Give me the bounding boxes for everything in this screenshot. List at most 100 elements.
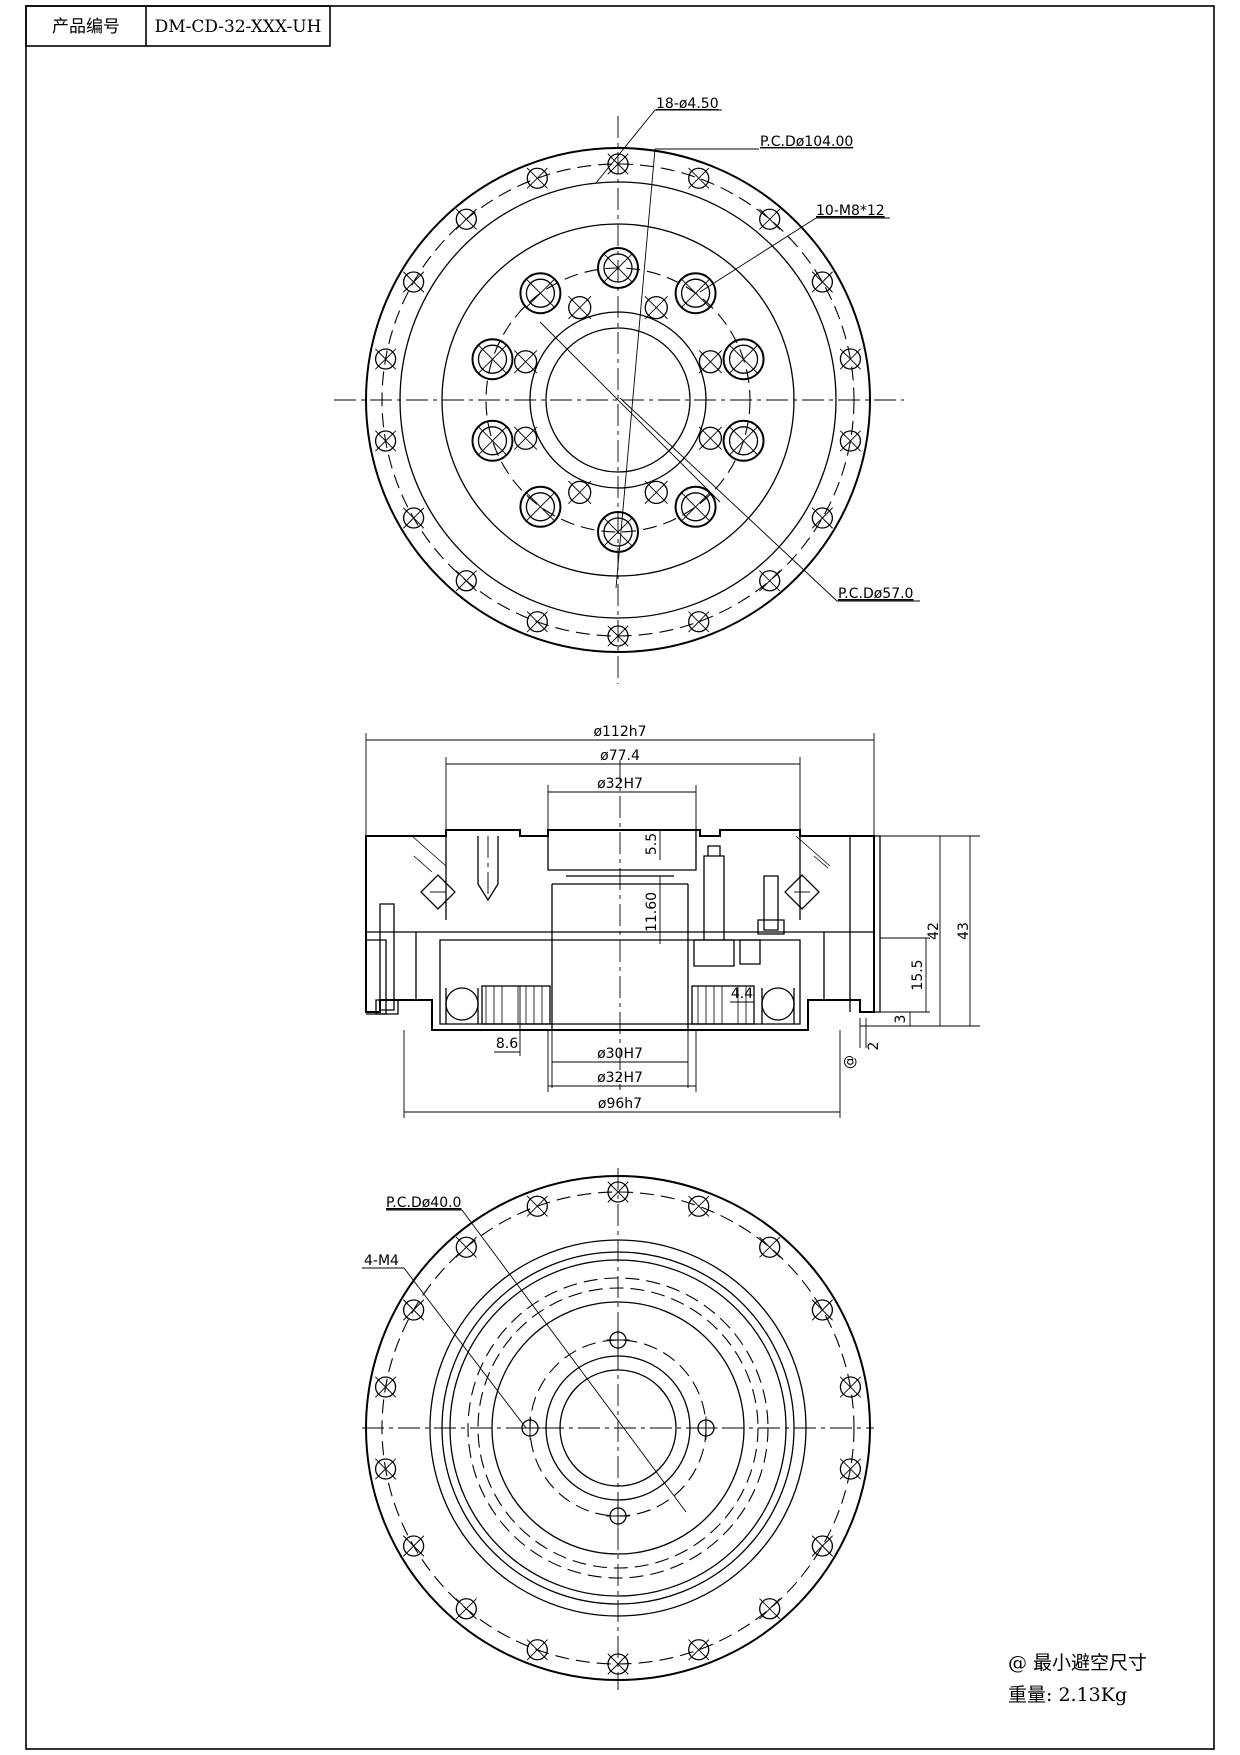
dim-height-43: 43 bbox=[956, 922, 972, 940]
section-bolt-center bbox=[693, 845, 735, 967]
rear-outer-hole-10 bbox=[607, 1653, 629, 1675]
front-relief-hole-6-axis2 bbox=[514, 426, 538, 450]
front-thread-hole-7-circle bbox=[525, 492, 556, 522]
front-thread-hole-10 bbox=[525, 278, 556, 308]
front-outer-hole-17-axis2 bbox=[455, 208, 477, 230]
front-outer-hole-8-axis2 bbox=[759, 570, 781, 592]
front-outer-hole-16-circle bbox=[402, 271, 425, 293]
dim-5-5: 5.5 bbox=[644, 833, 660, 855]
front-outer-hole-2 bbox=[688, 167, 710, 189]
rear-inner-thread-3 bbox=[606, 1504, 630, 1528]
front-relief-hole-1-circle bbox=[644, 295, 668, 320]
front-outer-hole-12-circle bbox=[455, 570, 477, 592]
rear-outer-hole-12-circle bbox=[455, 1598, 477, 1620]
front-thread-hole-5 bbox=[680, 492, 711, 522]
front-thread-hole-9-circle bbox=[477, 344, 508, 374]
callout-threads: 10-M8*12 bbox=[816, 203, 885, 219]
section-balls bbox=[445, 987, 795, 1024]
section-teeth-hatch bbox=[481, 985, 755, 1025]
rear-outer-hole-13 bbox=[402, 1535, 425, 1557]
front-outer-hole-8-circle bbox=[759, 570, 781, 592]
rear-inner-thread-4 bbox=[518, 1416, 542, 1440]
section-view: ø112h7 ø77.4 ø32H7 ø30H7 ø32H7 ø96h7 8. bbox=[365, 724, 980, 1118]
front-relief-hole-3 bbox=[698, 426, 723, 450]
front-thread-hole-4-axis2 bbox=[728, 426, 759, 456]
front-outer-hole-3 bbox=[759, 208, 781, 230]
callout-pcd-outer: P.C.Dø104.00 bbox=[760, 134, 853, 150]
rear-inner-thread-1 bbox=[606, 1328, 630, 1352]
section-vertical-dims: 42 43 15.5 3 2 @ 5.5 11.60 bbox=[644, 830, 980, 1069]
front-outer-hole-14-circle bbox=[374, 430, 397, 452]
front-outer-hole-15-axis2 bbox=[375, 348, 397, 370]
front-outer-hole-14-axis2 bbox=[375, 430, 397, 452]
front-outer-hole-12-axis2 bbox=[455, 570, 477, 592]
rear-outer-hole-12 bbox=[455, 1598, 477, 1620]
front-thread-hole-2-axis2 bbox=[680, 278, 711, 308]
title-block-frame bbox=[25, 5, 331, 47]
section-bore bbox=[551, 883, 689, 1030]
front-outer-hole-5 bbox=[839, 348, 862, 370]
front-outer-hole-2-circle bbox=[688, 167, 710, 189]
front-outer-hole-10 bbox=[607, 625, 629, 647]
front-outer-rim bbox=[365, 147, 871, 653]
rear-outer-hole-13-circle bbox=[402, 1535, 425, 1557]
dim-3: 3 bbox=[893, 1015, 909, 1024]
rear-outer-hole-17-circle bbox=[455, 1236, 477, 1258]
rear-outer-hole-5 bbox=[839, 1376, 862, 1398]
note-min-clearance: @ 最小避空尺寸 bbox=[1008, 1652, 1148, 1674]
front-relief-hole-4-circle bbox=[644, 480, 668, 505]
dim-bore-bottom-2: ø32H7 bbox=[597, 1070, 643, 1086]
dim-pilot: ø96h7 bbox=[598, 1096, 642, 1112]
front-thread-hole-4 bbox=[728, 426, 759, 456]
rear-outer-hole-14 bbox=[374, 1458, 397, 1480]
front-thread-hole-8-circle bbox=[477, 426, 508, 456]
rear-outer-hole-3-axis2 bbox=[759, 1236, 781, 1258]
front-relief-hole-8-circle bbox=[568, 295, 592, 320]
front-relief-hole-1 bbox=[644, 295, 668, 320]
rear-view: P.C.Dø40.0 4-M4 bbox=[362, 1168, 874, 1690]
front-outer-hole-18-circle bbox=[526, 167, 548, 189]
rear-outer-hole-18-axis2 bbox=[526, 1195, 548, 1217]
rear-outer-hole-5-circle bbox=[839, 1376, 862, 1398]
front-thread-hole-8 bbox=[477, 426, 508, 456]
rear-outer-hole-9-axis2 bbox=[688, 1639, 710, 1661]
dim-bore-bottom-1: ø30H7 bbox=[597, 1046, 643, 1062]
rear-outer-hole-18 bbox=[526, 1195, 548, 1217]
mark-min-clearance: @ bbox=[842, 1055, 858, 1069]
front-relief-hole-4-axis2 bbox=[644, 480, 668, 504]
front-outer-hole-9 bbox=[688, 611, 710, 633]
front-thread-hole-9 bbox=[477, 344, 508, 374]
rear-outer-hole-11 bbox=[526, 1639, 548, 1661]
rear-outer-hole-9-circle bbox=[688, 1639, 710, 1661]
rear-outer-hole-11-axis2 bbox=[526, 1639, 548, 1661]
section-inner-ring bbox=[439, 939, 801, 1025]
front-relief-hole-7 bbox=[513, 350, 538, 374]
title-block-label: 产品编号 bbox=[52, 17, 120, 37]
rear-outer-hole-6-axis2 bbox=[839, 1458, 861, 1480]
front-outer-hole-5-axis2 bbox=[839, 348, 861, 370]
rear-outer-hole-18-circle bbox=[526, 1195, 548, 1217]
front-outer-hole-3-axis2 bbox=[759, 208, 781, 230]
dim-outer: ø112h7 bbox=[593, 724, 646, 740]
front-thread-hole-10-axis2 bbox=[525, 278, 556, 308]
front-thread-hole-6 bbox=[603, 517, 633, 547]
sheet-border bbox=[25, 5, 1215, 1750]
front-thread-hole-3-circle bbox=[728, 344, 759, 374]
dim-mid: ø77.4 bbox=[600, 748, 640, 764]
front-thread-hole-7-outer bbox=[519, 485, 562, 528]
section-bearing-cap-right bbox=[739, 939, 761, 965]
rear-outer-hole-4 bbox=[811, 1299, 834, 1321]
front-outer-hole-2-axis2 bbox=[688, 167, 710, 189]
front-inner-holes bbox=[471, 247, 765, 553]
front-outer-hole-13-axis2 bbox=[403, 507, 425, 529]
section-screws bbox=[375, 836, 785, 1015]
front-relief-hole-3-axis2 bbox=[698, 426, 722, 450]
front-thread-hole-7-axis2 bbox=[525, 492, 556, 522]
rear-outer-hole-3-circle bbox=[759, 1236, 781, 1258]
front-outer-hole-6 bbox=[839, 430, 862, 452]
front-outer-hole-9-axis2 bbox=[688, 611, 710, 633]
front-thread-hole-3-outer bbox=[722, 338, 765, 381]
callout-holes-outer: 18-ø4.50 bbox=[656, 96, 719, 112]
front-thread-hole-2 bbox=[680, 278, 711, 308]
